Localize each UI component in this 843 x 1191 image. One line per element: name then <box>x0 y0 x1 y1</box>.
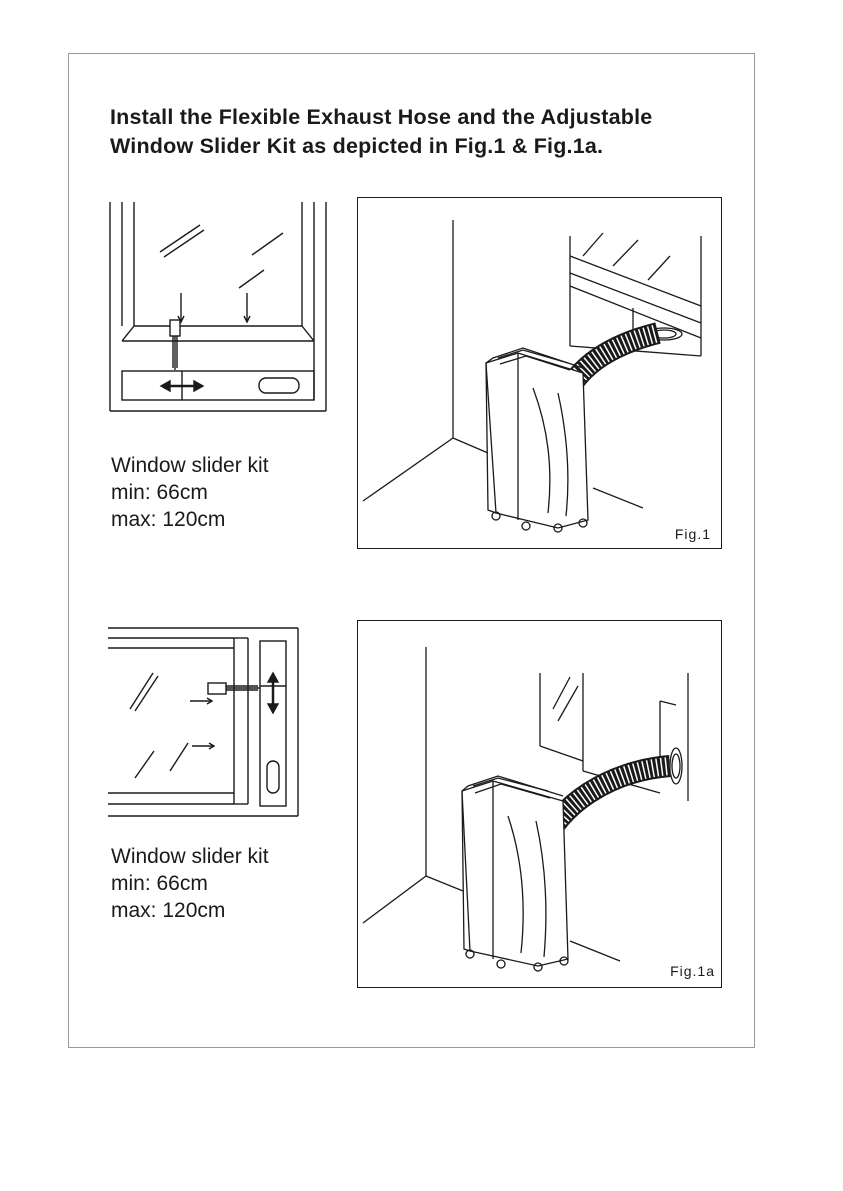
spec-title: Window slider kit <box>111 452 269 479</box>
spec-min: min: 66cm <box>111 870 269 897</box>
spec-max: max: 120cm <box>111 897 269 924</box>
page-heading: Install the Flexible Exhaust Hose and th… <box>110 103 740 161</box>
figure-1a: Fig.1a <box>357 620 722 988</box>
figure-1: Fig.1 <box>357 197 722 549</box>
heading-line-2: Window Slider Kit as depicted in Fig.1 &… <box>110 132 740 161</box>
spec-min: min: 66cm <box>111 479 269 506</box>
figure-1-label: Fig.1 <box>675 526 711 542</box>
slider-kit-spec-2: Window slider kit min: 66cm max: 120cm <box>111 843 269 924</box>
figure-1a-label: Fig.1a <box>670 963 715 979</box>
spec-title: Window slider kit <box>111 843 269 870</box>
window-slider-vertical-illustration <box>108 626 300 822</box>
window-slider-horizontal-illustration <box>108 200 330 415</box>
spec-max: max: 120cm <box>111 506 269 533</box>
heading-line-1: Install the Flexible Exhaust Hose and th… <box>110 103 740 132</box>
slider-kit-spec-1: Window slider kit min: 66cm max: 120cm <box>111 452 269 533</box>
